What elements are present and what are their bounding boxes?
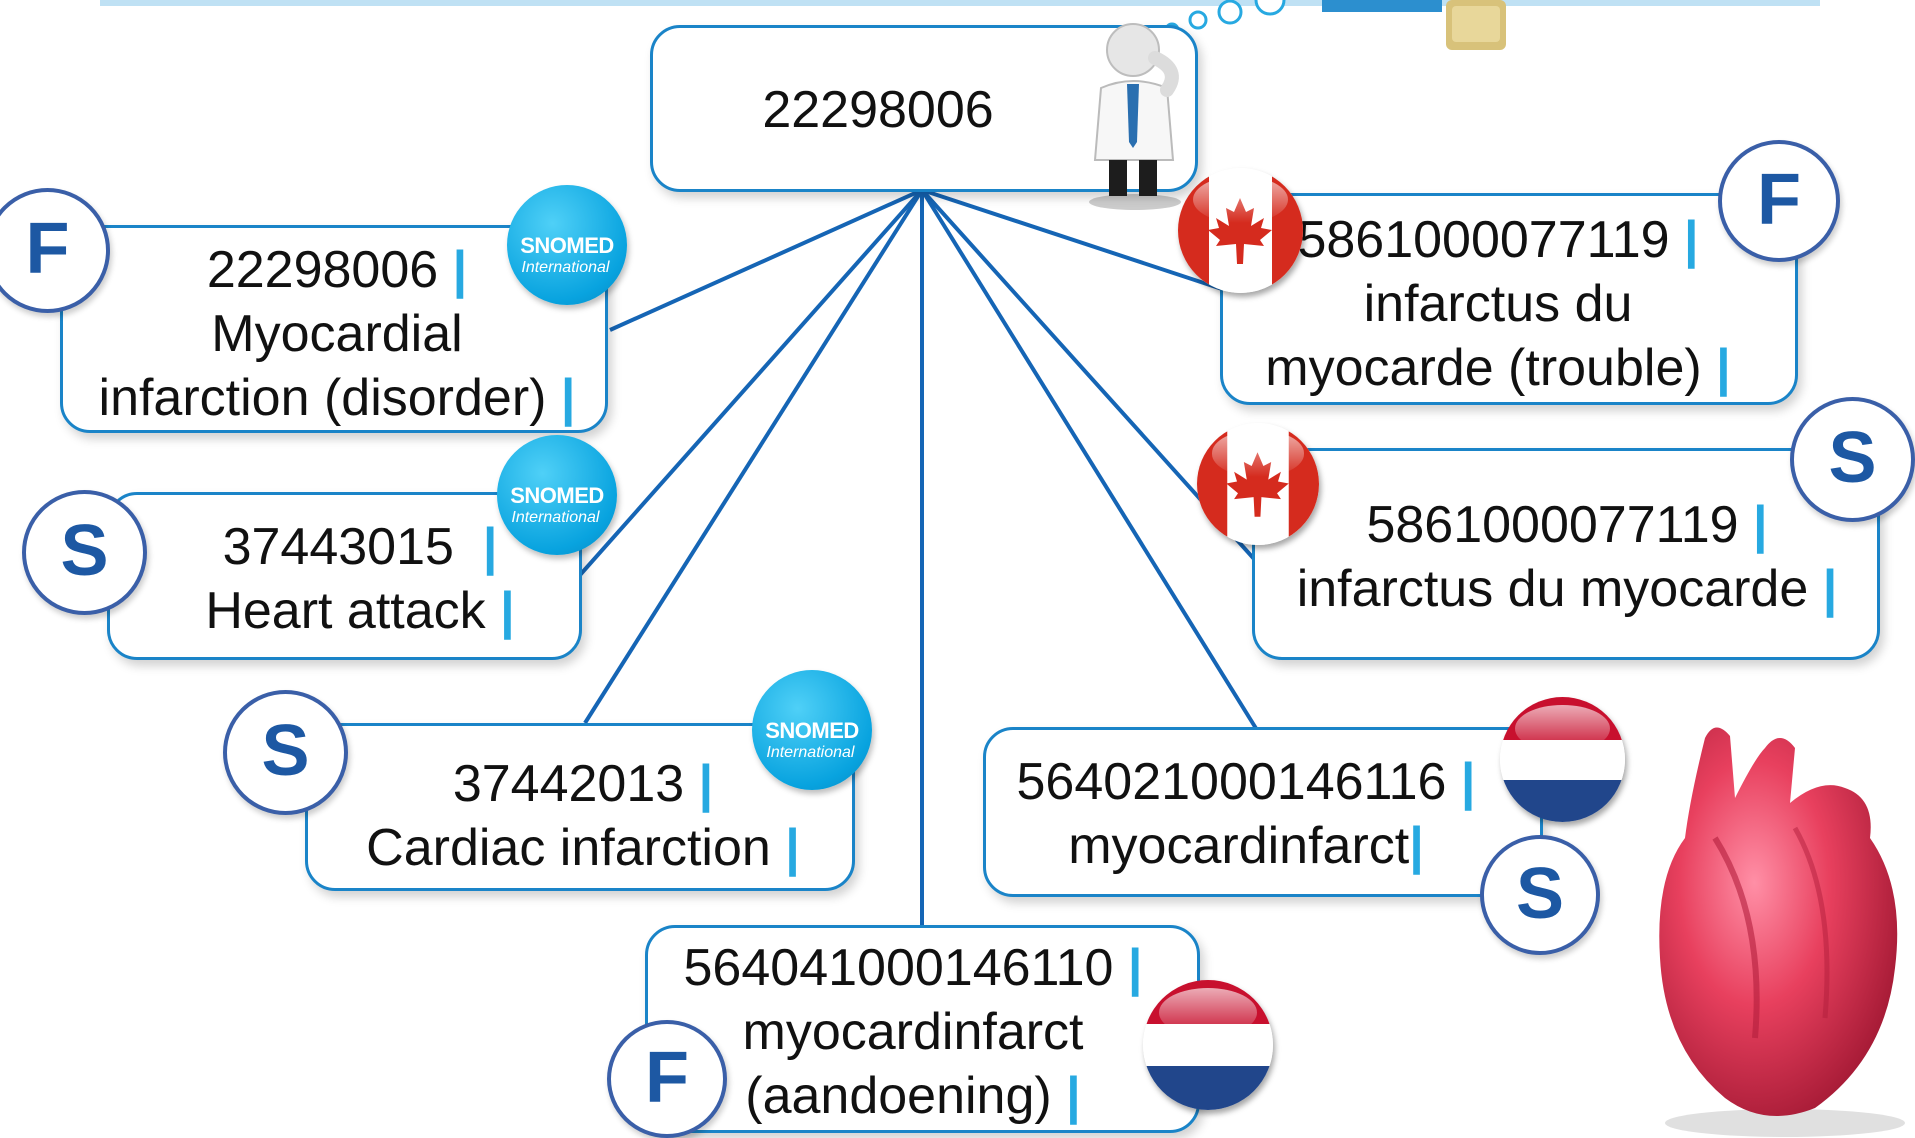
snomed-logo-icon: SNOMED International — [752, 670, 872, 790]
concept-id: 564021000146116 — [1016, 753, 1447, 811]
concept-id: 22298006 — [206, 241, 439, 299]
separator-mark: | — [500, 582, 515, 640]
connector-line — [583, 188, 924, 725]
netherlands-flag-icon — [1500, 697, 1625, 822]
hourglass-icon — [1322, 0, 1506, 50]
synonym-badge: S — [1480, 835, 1600, 955]
root-concept-code: 22298006 — [762, 81, 994, 139]
netherlands-flag-icon — [1143, 980, 1273, 1110]
root-concept-box: 22298006 — [650, 25, 1198, 192]
dutch-fsn-card: 564041000146110 | myocardinfarct (aandoe… — [645, 925, 1200, 1133]
separator-mark: | — [1409, 817, 1424, 875]
term-line: Heart attack — [205, 582, 486, 640]
thinking-doctor-figure — [1089, 23, 1181, 210]
separator-mark: | — [1066, 1067, 1081, 1125]
fsn-badge: F — [607, 1020, 727, 1138]
separator-mark: | — [1684, 211, 1699, 269]
concept-id: 5861000077119 — [1366, 496, 1739, 554]
term-line: myocardinfarct — [742, 1003, 1084, 1061]
term-line: infarction (disorder) — [98, 369, 547, 427]
connector-line — [921, 188, 1226, 292]
separator-mark: | — [1753, 496, 1768, 554]
canada-flag-icon — [1178, 168, 1303, 293]
heart-illustration — [1659, 727, 1905, 1137]
separator-mark: | — [785, 819, 800, 877]
separator-mark: | — [1716, 339, 1731, 397]
separator-mark: | — [1822, 560, 1838, 618]
separator-mark: | — [560, 369, 576, 427]
canadian-fsn-card: 5861000077119 | infarctus du myocarde (t… — [1220, 193, 1798, 405]
snomed-logo-icon: SNOMED International — [507, 185, 627, 305]
term-line: Myocardial — [211, 305, 463, 363]
concept-id: 564041000146110 — [683, 939, 1114, 997]
term-line: infarctus du myocarde — [1296, 560, 1809, 618]
separator-mark: | — [698, 755, 714, 813]
separator-mark: | — [1127, 939, 1143, 997]
synonym-badge: S — [22, 490, 147, 615]
canada-flag-icon — [1197, 423, 1319, 545]
term-line: Cardiac infarction — [366, 819, 771, 877]
fsn-badge: F — [0, 188, 110, 313]
fsn-badge: F — [1718, 140, 1840, 262]
connector-line — [578, 188, 924, 577]
term-line: infarctus du — [1363, 275, 1633, 333]
separator-mark: | — [482, 518, 498, 576]
synonym-badge: S — [1790, 397, 1915, 522]
dutch-synonym-card: 564021000146116 | myocardinfarct| — [983, 727, 1543, 897]
term-line: (aandoening) — [745, 1067, 1052, 1125]
top-rule — [100, 0, 1820, 6]
canadian-synonym-card: 5861000077119 | infarctus du myocarde | — [1252, 448, 1880, 660]
term-line: myocarde (trouble) — [1265, 339, 1702, 397]
separator-mark: | — [1460, 753, 1476, 811]
connector-line — [920, 188, 1259, 732]
term-line: myocardinfarct — [1068, 817, 1410, 875]
concept-id: 37443015 — [222, 518, 454, 576]
snomed-logo-icon: SNOMED International — [497, 435, 617, 555]
synonym-badge: S — [223, 690, 348, 815]
separator-mark: | — [452, 241, 468, 299]
concept-id: 37442013 — [452, 755, 685, 813]
connector-line — [609, 188, 923, 332]
concept-id: 5861000077119 — [1297, 211, 1670, 269]
